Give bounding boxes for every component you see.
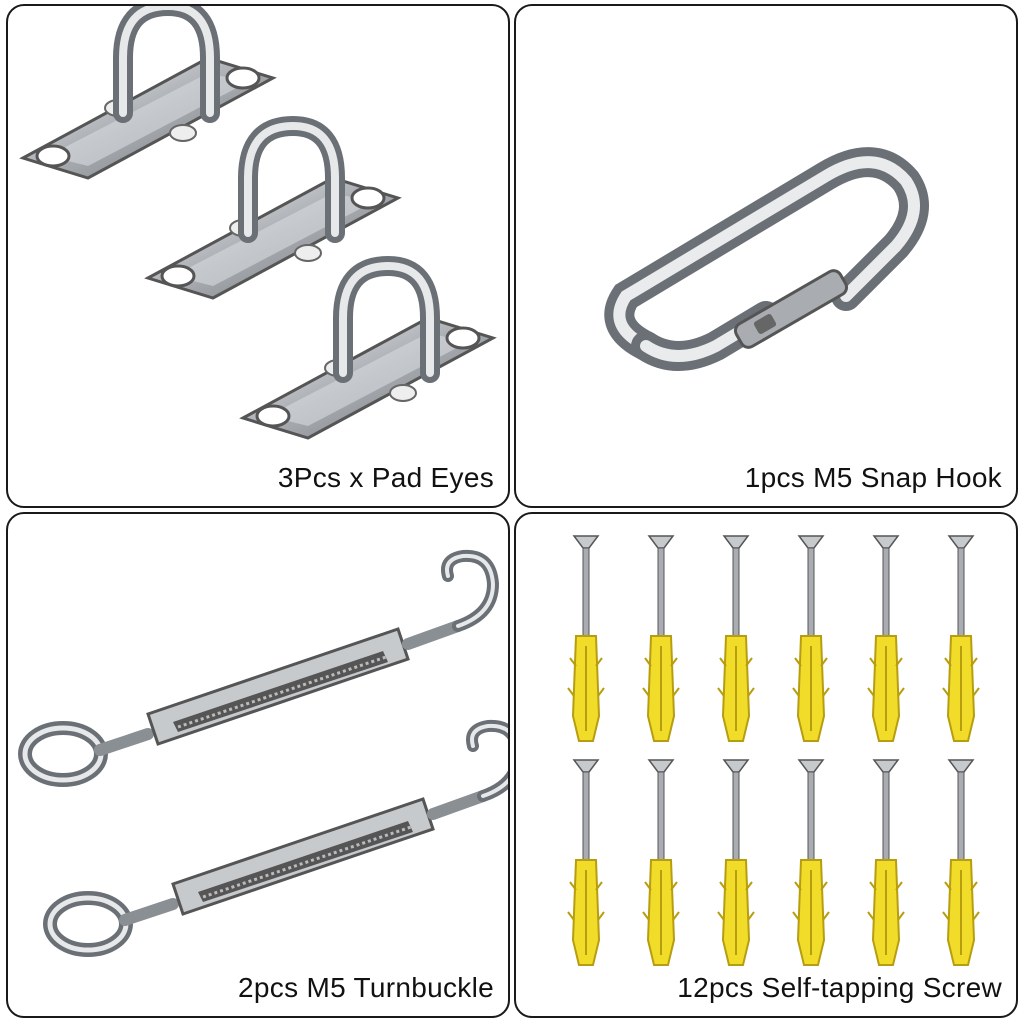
pad-eye-icon — [23, 6, 273, 178]
screw-anchor-icon — [567, 535, 980, 966]
turnbuckle-illustration — [8, 514, 508, 1014]
caption-pad-eyes: 3Pcs x Pad Eyes — [277, 462, 494, 493]
panel-snap-hook: 1pcs M5 Snap Hook — [514, 4, 1018, 508]
caption-self-tapping-screw: 12pcs Self-tapping Screw — [677, 972, 1002, 1003]
turnbuckle-icon — [25, 556, 493, 780]
panel-pad-eyes: 3Pcs x Pad Eyes — [6, 4, 510, 508]
snap-hook-icon — [604, 147, 929, 371]
panel-self-tapping-screw: 12pcs Self-tapping Screw — [514, 512, 1018, 1018]
pad-eye-icon — [243, 266, 493, 438]
pad-eyes-illustration — [8, 6, 508, 506]
snap-hook-illustration — [604, 147, 929, 371]
caption-snap-hook: 1pcs M5 Snap Hook — [744, 462, 1002, 493]
screws-illustration — [567, 535, 980, 966]
panel-turnbuckle: 2pcs M5 Turnbuckle — [6, 512, 510, 1018]
caption-turnbuckle: 2pcs M5 Turnbuckle — [238, 972, 494, 1003]
turnbuckle-icon — [50, 726, 508, 950]
